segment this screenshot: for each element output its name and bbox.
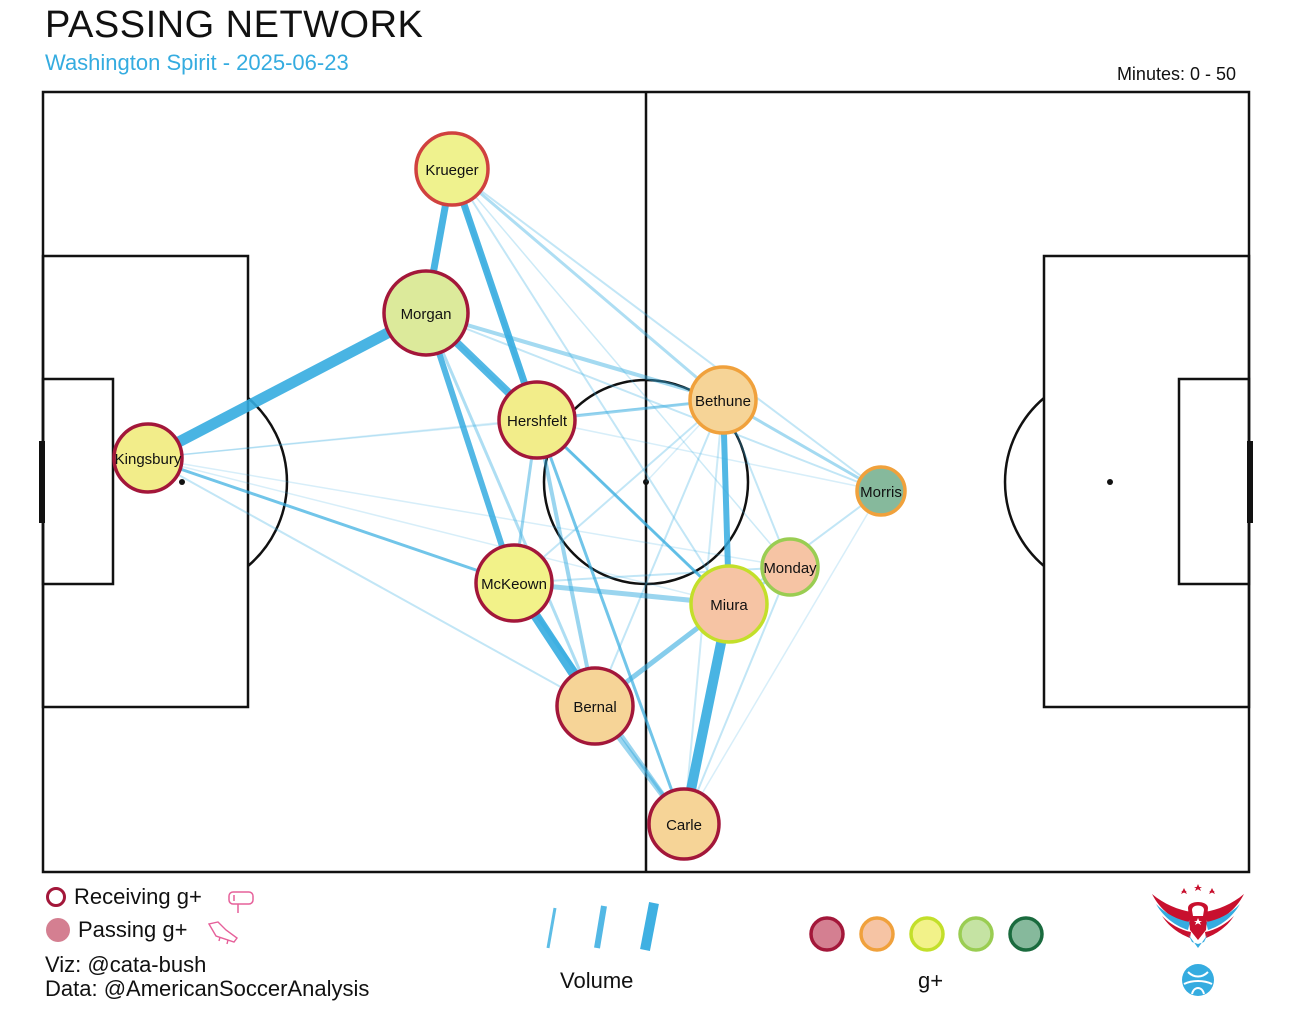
left-penalty-spot (179, 479, 185, 485)
receiving-ring-swatch (46, 887, 66, 907)
player-node-circle (382, 269, 470, 357)
player-node: Morris (855, 465, 907, 517)
left-penalty-arc (247, 397, 289, 567)
pass-edge (147, 457, 730, 605)
pass-edge (451, 168, 882, 492)
pass-edge (451, 167, 724, 402)
pass-edges (145, 167, 882, 826)
pass-edge (147, 457, 791, 568)
player-label: Kingsbury (115, 451, 182, 468)
player-label: Hershfelt (507, 413, 568, 430)
player-node: Hershfelt (497, 380, 577, 460)
pass-edge (451, 168, 730, 605)
gplus-swatch (958, 916, 994, 952)
right-goal-box (1177, 377, 1251, 586)
player-node-circle (112, 422, 184, 494)
pass-edge (683, 566, 791, 825)
player-node: Bethune (688, 365, 758, 435)
left-goal (39, 441, 45, 523)
pass-edge (536, 419, 882, 492)
pass-edge (425, 311, 724, 402)
player-node-circle (647, 787, 721, 861)
pass-edge (147, 456, 515, 585)
player-label: Krueger (425, 162, 478, 179)
pass-edge (145, 308, 429, 463)
pass-edge (451, 168, 791, 568)
player-label: Miura (710, 597, 748, 614)
pass-edge (147, 457, 596, 707)
right-penalty-arc (1003, 397, 1045, 567)
player-node: Bernal (555, 666, 635, 746)
player-node-circle (689, 564, 769, 644)
gplus-swatch (1008, 916, 1044, 952)
pass-edge (147, 419, 538, 459)
player-node: Kingsbury (112, 422, 184, 494)
player-node: Krueger (414, 131, 490, 207)
volume-legend (546, 902, 659, 951)
pitch-markings (41, 90, 1251, 874)
legend-passing: Passing g+ (46, 917, 187, 943)
player-label: Morris (860, 484, 902, 501)
player-label: Morgan (401, 306, 452, 323)
soccer-cleat-icon (207, 921, 238, 945)
left-goal-box (41, 377, 115, 586)
pass-edge (424, 312, 597, 707)
pass-edge (451, 168, 538, 421)
data-credit: Data: @AmericanSoccerAnalysis (45, 976, 370, 1001)
minutes-range: Minutes: 0 - 50 (1116, 64, 1236, 84)
player-node: Monday (760, 537, 820, 597)
player-node: Carle (647, 787, 721, 861)
pass-edge (594, 399, 724, 707)
player-node-circle (855, 465, 907, 517)
player-label: McKeown (481, 576, 547, 593)
pass-edge (535, 419, 686, 825)
player-node: Miura (689, 564, 769, 644)
legend-receiving: Receiving g+ (46, 884, 202, 910)
player-label: Bethune (695, 393, 751, 410)
pass-edge (513, 399, 724, 584)
pass-edge (535, 419, 597, 707)
pass-edge (683, 490, 882, 825)
player-node: Morgan (382, 269, 470, 357)
pass-edge (535, 418, 731, 606)
center-spot (643, 479, 649, 485)
gplus-swatch (809, 916, 845, 952)
player-label: Carle (666, 817, 702, 834)
player-label: Bernal (573, 699, 616, 716)
right-penalty-spot (1107, 479, 1113, 485)
volume-legend-label: Volume (560, 968, 634, 993)
player-node-circle (474, 543, 554, 623)
legend-receiving-label: Receiving g+ (74, 884, 202, 909)
right-penalty-box (1042, 254, 1251, 709)
player-nodes: Krueger Morgan Hershfelt Kingsbury McKeo… (112, 131, 907, 861)
player-label: Monday (763, 560, 817, 577)
chart-title: PASSING NETWORK (45, 4, 424, 46)
gplus-legend (809, 916, 1044, 952)
player-node-circle (497, 380, 577, 460)
legend-passing-label: Passing g+ (78, 917, 188, 942)
pass-edge (425, 312, 882, 492)
gplus-legend-label: g+ (918, 968, 944, 993)
player-node-circle (760, 537, 820, 597)
player-node: McKeown (474, 543, 554, 623)
player-node-circle (414, 131, 490, 207)
volume-swatch-thin (546, 907, 557, 949)
pass-edge (448, 167, 541, 422)
pass-edge (423, 312, 517, 584)
passing-fill-swatch (46, 918, 70, 942)
player-node-circle (688, 365, 758, 435)
volume-swatch-thick (640, 902, 659, 951)
chart-subtitle: Washington Spirit - 2025-06-23 (45, 50, 349, 75)
gplus-swatch (859, 916, 895, 952)
viz-credit: Viz: @cata-bush (45, 952, 207, 977)
gplus-swatch (909, 916, 945, 952)
center-circle (542, 378, 750, 586)
volume-swatch-medium (594, 905, 607, 949)
player-node-circle (555, 666, 635, 746)
eagle-logo (1152, 884, 1244, 996)
mailbox-icon (228, 891, 254, 913)
right-goal (1247, 441, 1253, 523)
